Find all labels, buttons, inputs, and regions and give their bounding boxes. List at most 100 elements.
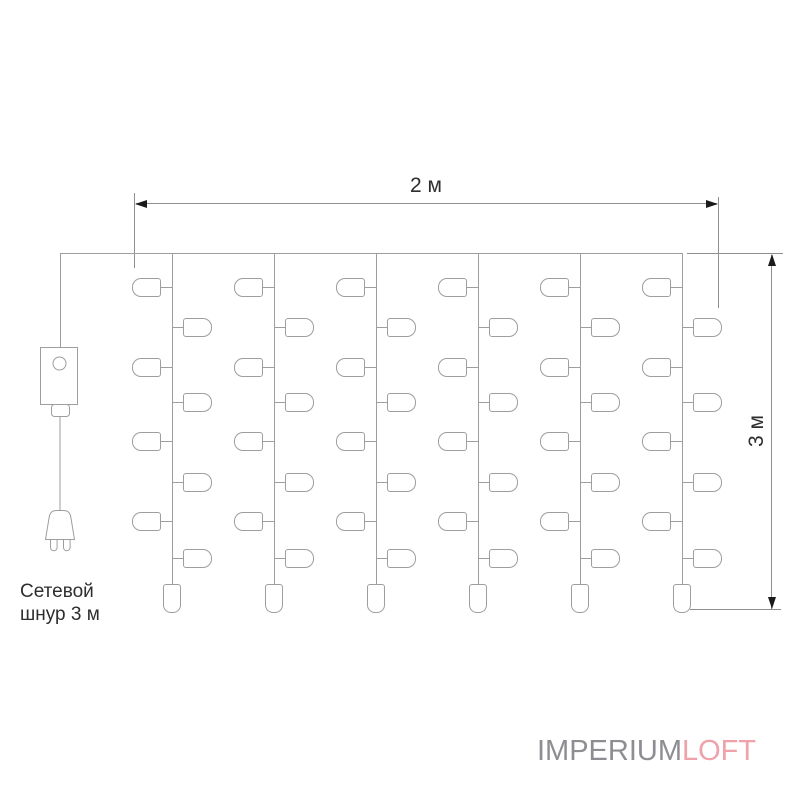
strand-wire	[172, 253, 173, 585]
bulb-stub	[568, 521, 580, 522]
led-bulb	[540, 432, 569, 451]
bulb-stub	[478, 482, 490, 483]
bulb-stub	[376, 402, 388, 403]
led-bulb	[693, 549, 722, 568]
bulb-stub	[160, 521, 172, 522]
led-bulb	[387, 393, 416, 412]
led-bulb	[132, 358, 161, 377]
bulb-stub	[274, 327, 286, 328]
led-bulb	[642, 278, 671, 297]
controller-connector	[51, 404, 70, 417]
plug-body-icon	[44, 510, 76, 540]
bulb-stub	[478, 558, 490, 559]
led-bulb	[132, 278, 161, 297]
height-extension-line-top	[687, 253, 783, 254]
height-extension-line-bottom	[690, 609, 781, 610]
bulb-stub	[160, 441, 172, 442]
bulb-stub	[466, 521, 478, 522]
height-dimension-line	[771, 255, 772, 609]
led-bulb	[438, 432, 467, 451]
led-bulb-bottom	[469, 584, 487, 613]
width-dimension-line	[136, 203, 717, 204]
bulb-stub	[580, 482, 592, 483]
logo-imperium: IMPERIUM	[537, 735, 682, 767]
led-bulb-bottom	[367, 584, 385, 613]
bulb-stub	[262, 287, 274, 288]
led-bulb	[489, 318, 518, 337]
led-bulb	[591, 473, 620, 492]
bulb-stub	[670, 441, 682, 442]
bulb-stub	[376, 327, 388, 328]
bulb-stub	[160, 367, 172, 368]
led-bulb	[642, 512, 671, 531]
led-bulb-bottom	[265, 584, 283, 613]
arrow-down-icon	[768, 597, 776, 609]
controller-box	[40, 347, 78, 405]
bulb-stub	[364, 287, 376, 288]
bulb-stub	[682, 402, 694, 403]
led-bulb	[540, 278, 569, 297]
bulb-stub	[172, 402, 184, 403]
bulb-stub	[670, 287, 682, 288]
led-bulb	[642, 432, 671, 451]
led-bulb	[591, 393, 620, 412]
bulb-stub	[274, 482, 286, 483]
arrow-up-icon	[768, 254, 776, 266]
height-dimension-label: 3 м	[745, 415, 768, 447]
strand-wire	[376, 253, 377, 585]
bulb-stub	[580, 327, 592, 328]
bulb-stub	[682, 327, 694, 328]
led-bulb	[183, 318, 212, 337]
led-bulb	[285, 549, 314, 568]
led-bulb	[540, 512, 569, 531]
power-cord-label-line2: шнур 3 м	[20, 604, 100, 625]
led-bulb	[489, 549, 518, 568]
bulb-stub	[568, 441, 580, 442]
led-bulb	[336, 358, 365, 377]
bulb-stub	[568, 287, 580, 288]
led-bulb	[285, 393, 314, 412]
led-bulb	[234, 278, 263, 297]
bulb-stub	[172, 482, 184, 483]
led-bulb	[234, 512, 263, 531]
led-bulb	[591, 549, 620, 568]
led-bulb	[591, 318, 620, 337]
strand-wire	[580, 253, 581, 585]
led-bulb	[438, 512, 467, 531]
led-bulb	[183, 393, 212, 412]
led-bulb	[693, 393, 722, 412]
plug-prong-right-icon	[63, 539, 71, 552]
led-bulb	[234, 358, 263, 377]
width-extension-line-left	[134, 193, 135, 268]
led-bulb	[336, 432, 365, 451]
bulb-stub	[172, 558, 184, 559]
led-bulb	[693, 473, 722, 492]
strand-wire	[682, 253, 683, 585]
led-bulb	[183, 473, 212, 492]
led-bulb-bottom	[163, 584, 181, 613]
bulb-stub	[376, 558, 388, 559]
bulb-stub	[274, 402, 286, 403]
led-bulb	[489, 393, 518, 412]
bulb-stub	[682, 482, 694, 483]
width-dimension-label: 2 м	[410, 174, 442, 197]
led-bulb	[387, 549, 416, 568]
bulb-stub	[364, 521, 376, 522]
logo-loft: LOFT	[682, 735, 757, 767]
led-bulb	[234, 432, 263, 451]
brand-logo: IMPERIUMLOFT	[537, 735, 756, 768]
bulb-stub	[580, 402, 592, 403]
led-bulb	[132, 512, 161, 531]
bulb-stub	[364, 441, 376, 442]
led-bulb	[489, 473, 518, 492]
power-drop-wire	[60, 253, 61, 347]
led-bulb	[132, 432, 161, 451]
bulb-stub	[670, 367, 682, 368]
bulb-stub	[478, 402, 490, 403]
led-bulb	[540, 358, 569, 377]
power-cord-label: Сетевой шнур 3 м	[20, 580, 100, 626]
bulb-stub	[466, 287, 478, 288]
bulb-stub	[580, 558, 592, 559]
led-bulb	[693, 318, 722, 337]
